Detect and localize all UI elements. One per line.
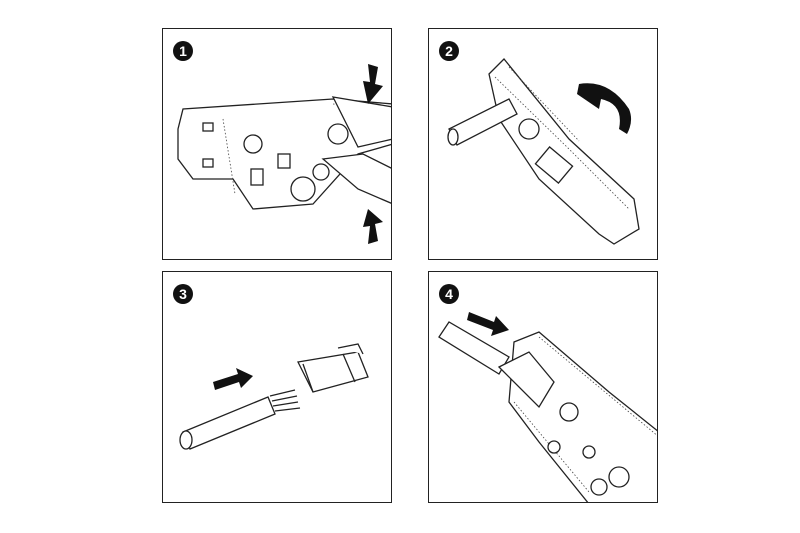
step-2-panel: 2 xyxy=(428,28,658,260)
connector-insertion-illustration xyxy=(438,312,657,502)
step-3-panel: 3 xyxy=(162,271,392,503)
step-number: 3 xyxy=(173,284,193,304)
crimping-tool-open-illustration xyxy=(177,64,391,244)
crimping-tool-closing-illustration xyxy=(447,58,640,245)
step-number: 1 xyxy=(173,41,193,61)
step-1-panel: 1 xyxy=(162,28,392,260)
step-number: 2 xyxy=(439,41,459,61)
step-4-panel: 4 xyxy=(428,271,658,503)
cable-and-connector-illustration xyxy=(179,343,369,450)
step-number: 4 xyxy=(439,284,459,304)
